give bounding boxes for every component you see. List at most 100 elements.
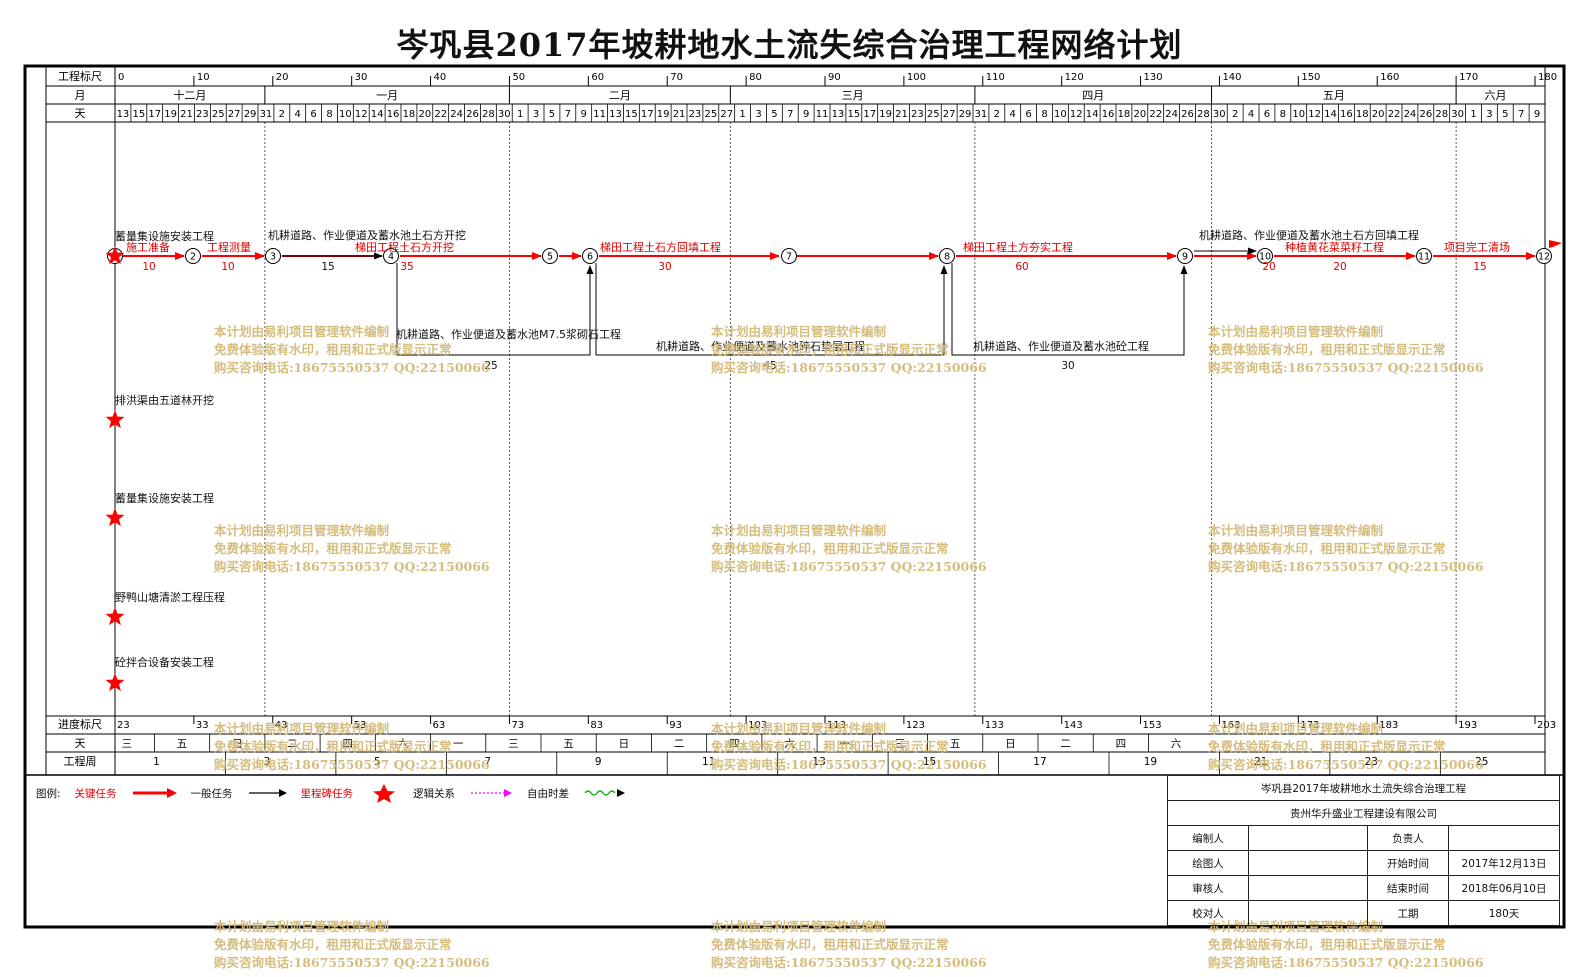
weekday-label: 日 bbox=[1005, 738, 1016, 750]
day-number: 10 bbox=[339, 109, 352, 120]
progress-tick-label: 103 bbox=[748, 720, 767, 731]
milestone-label: 砼拌合设备安装工程 bbox=[115, 655, 214, 669]
day-number: 8 bbox=[326, 109, 332, 120]
legend-normal: 一般任务 bbox=[191, 786, 237, 801]
milestone-label: 野鸭山塘清淤工程压程 bbox=[115, 590, 225, 604]
node-number: 7 bbox=[786, 252, 792, 263]
scale-tick-label: 50 bbox=[512, 72, 525, 83]
weekday-label: 五 bbox=[563, 738, 574, 750]
node-circle bbox=[1257, 248, 1273, 264]
node-circle bbox=[1416, 248, 1432, 264]
network-node: 7 bbox=[781, 248, 797, 264]
day-number: 27 bbox=[228, 109, 241, 120]
outer-frame bbox=[23, 64, 1566, 929]
day-number: 12 bbox=[355, 109, 368, 120]
scale-label: 工程标尺 bbox=[58, 69, 102, 83]
node-number: 12 bbox=[1538, 252, 1550, 263]
week-label: 3 bbox=[264, 756, 271, 768]
day-number: 6 bbox=[1025, 109, 1031, 120]
progress-tick-label: 143 bbox=[1064, 720, 1083, 731]
week-label: 13 bbox=[812, 756, 825, 768]
logic-arrow-icon bbox=[471, 789, 513, 797]
node-number: 6 bbox=[587, 252, 593, 263]
critical-arrow-icon bbox=[132, 788, 177, 798]
week-label: 9 bbox=[595, 756, 602, 768]
legend-milestone-label: 里程碑任务 bbox=[300, 787, 354, 800]
scale-tick-label: 10 bbox=[197, 72, 210, 83]
finish-flag-icon bbox=[1549, 240, 1562, 248]
milestone-star-icon bbox=[105, 508, 125, 527]
day-number: 4 bbox=[295, 109, 301, 120]
checker-value bbox=[1248, 900, 1368, 926]
node-circle bbox=[781, 248, 797, 264]
day-number: 13 bbox=[117, 109, 130, 120]
period-label: 工期 bbox=[1367, 900, 1449, 926]
day-number: 22 bbox=[434, 109, 447, 120]
day-number: 3 bbox=[533, 109, 539, 120]
day-number: 4 bbox=[1010, 109, 1016, 120]
end-value: 2018年06月10日 bbox=[1448, 875, 1560, 901]
editor-value bbox=[1248, 825, 1368, 851]
day-number: 20 bbox=[418, 109, 431, 120]
scale-tick-label: 30 bbox=[355, 72, 368, 83]
day-number: 1 bbox=[739, 109, 745, 120]
scale-tick-label: 90 bbox=[828, 72, 841, 83]
week-label: 1 bbox=[153, 756, 160, 768]
task-label: 机耕道路、作业便道及蓄水池土石方开挖 bbox=[268, 228, 466, 242]
node-circle bbox=[1536, 248, 1552, 264]
period-value: 180天 bbox=[1448, 900, 1560, 926]
day-number: 18 bbox=[403, 109, 416, 120]
week-label: 25 bbox=[1475, 756, 1488, 768]
day-number: 25 bbox=[927, 109, 940, 120]
progress-tick-label: 83 bbox=[590, 720, 603, 731]
weekday-label: 一 bbox=[453, 738, 464, 750]
weekday-label: 三 bbox=[122, 738, 133, 750]
week-label: 11 bbox=[702, 756, 715, 768]
day-number: 17 bbox=[148, 109, 161, 120]
scale-tick-label: 70 bbox=[670, 72, 683, 83]
progress-tick-label: 173 bbox=[1300, 720, 1319, 731]
day-number: 24 bbox=[450, 109, 463, 120]
day-number: 24 bbox=[1165, 109, 1178, 120]
project-info-table: 岑巩县2017年坡耕地水土流失综合治理工程 贵州华升盛业工程建设有限公司 编制人… bbox=[1167, 775, 1560, 926]
progress-tick-label: 133 bbox=[985, 720, 1004, 731]
task-label: 项目完工清场 bbox=[1444, 240, 1510, 254]
milestone-star-icon bbox=[373, 784, 396, 803]
duration-label: 20 bbox=[1262, 261, 1275, 273]
task-label: 梯田工程土石方回填工程 bbox=[600, 240, 721, 254]
progress-tick-label: 53 bbox=[354, 720, 367, 731]
day-number: 18 bbox=[1356, 109, 1369, 120]
scale-tick-label: 130 bbox=[1144, 72, 1163, 83]
day-number: 21 bbox=[180, 109, 193, 120]
node-circle bbox=[185, 248, 201, 264]
duration-label: 30 bbox=[658, 261, 671, 273]
normal-tasks bbox=[282, 247, 1257, 356]
duration-label: 15 bbox=[321, 261, 334, 273]
start-label: 开始时间 bbox=[1367, 850, 1449, 876]
network-node: 3 bbox=[265, 248, 281, 264]
day-number: 12 bbox=[1308, 109, 1321, 120]
scale-tick-label: 160 bbox=[1380, 72, 1399, 83]
day-number: 28 bbox=[1197, 109, 1210, 120]
leader-value bbox=[1448, 825, 1560, 851]
scale-tick-label: 80 bbox=[749, 72, 762, 83]
day-number: 5 bbox=[1502, 109, 1508, 120]
node-number: 3 bbox=[270, 252, 276, 263]
progress-label: 进度标尺 bbox=[58, 717, 102, 731]
month-label: 四月 bbox=[1082, 89, 1104, 102]
day-number: 21 bbox=[673, 109, 686, 120]
node-number: 4 bbox=[388, 252, 394, 263]
legend-logic: 逻辑关系 bbox=[413, 786, 459, 801]
legend-milestone: 里程碑任务 bbox=[301, 786, 358, 801]
task-label: 蓄量集设施安装工程 bbox=[115, 229, 214, 243]
day-number: 14 bbox=[371, 109, 384, 120]
milestone-star-icon bbox=[105, 673, 125, 692]
month-dividers bbox=[114, 122, 1457, 716]
node-circle bbox=[939, 248, 955, 264]
weekday-label: 六 bbox=[1171, 738, 1182, 750]
day-number: 9 bbox=[1534, 109, 1540, 120]
day-number: 17 bbox=[863, 109, 876, 120]
progress-tick-label: 63 bbox=[433, 720, 446, 731]
day-number: 16 bbox=[1340, 109, 1353, 120]
day-number: 22 bbox=[1149, 109, 1162, 120]
